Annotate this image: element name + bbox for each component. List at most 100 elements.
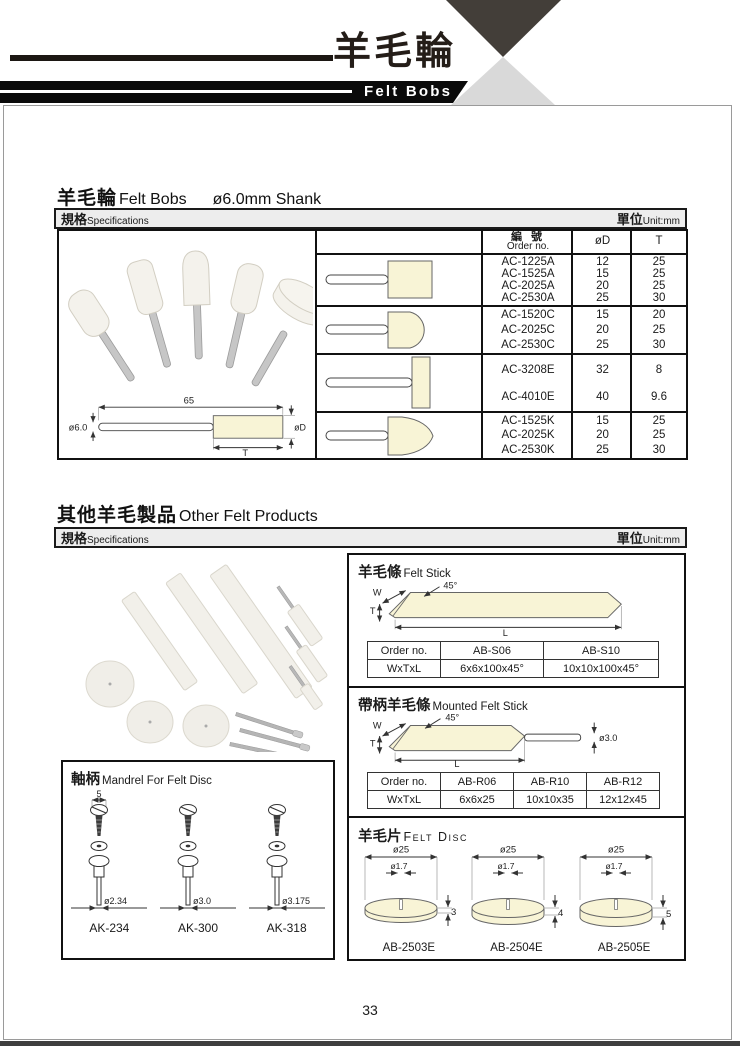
page-subtitle: Felt Bobs [364,83,453,100]
spec-label: 規格 Specifications [61,209,149,228]
svg-text:5: 5 [97,790,102,799]
pointed-bob-diagram [317,413,483,458]
size-label-cell: WxTxL [367,659,441,678]
spec-label: 規格 Specifications [61,528,149,547]
felt-stick-section: 羊毛條 Felt Stick 45° W T L Order no. [349,555,684,688]
svg-text:ø1.7: ø1.7 [390,861,407,871]
svg-text:W: W [373,587,382,597]
svg-text:3: 3 [451,907,456,918]
spec-label-cjk: 規格 [61,212,88,227]
thickness-value: 8 [655,363,663,376]
felt-stick-table: Order no. AB-S06 AB-S10 WxTxL 6x6x100x45… [367,641,659,678]
spec-label-en: Specifications [87,535,149,546]
svg-text:45°: 45° [443,581,457,591]
mandrel-diagram: ø3.0 [159,804,236,911]
unit-label-cjk: 單位 [616,212,643,227]
svg-text:øD: øD [294,423,306,433]
diameter-value: 20 [596,280,609,292]
table-row: WxTxL 6x6x100x45° 10x10x100x45° [367,659,659,678]
unit-label-en: Unit:mm [642,535,680,546]
order-label-cell: Order no. [367,772,441,791]
page-number: 33 [362,1002,378,1018]
thickness-value: 30 [652,443,666,456]
mounted-felt-stick-title-en: Mounted Felt Stick [432,701,528,713]
svg-text:ø6.0: ø6.0 [69,422,88,433]
other-felt-products-photo [85,564,328,752]
order-no: AC-4010E [501,390,555,403]
order-no-header: 編 號 Order no. [483,231,573,253]
thickness-value: 25 [652,429,666,442]
section2-title-cjk: 其他羊毛製品 [57,505,178,526]
diameter-value: 40 [596,390,609,403]
dark-triangle-decoration [446,0,561,57]
order-no: AC-3208E [501,363,555,376]
svg-text:ø1.7: ø1.7 [498,861,515,871]
mandrel-order-no: AK-234 [89,921,130,935]
table-vline [571,231,573,458]
mandrel-figure: ø3.0 AK-300 [156,790,240,935]
diameter-value: 25 [596,292,609,304]
mandrel-figure: ø3.175 AK-318 [245,790,329,935]
spec-label-en: Specifications [87,216,149,227]
felt-disc-order-no: AB-2505E [597,942,651,954]
spec-label-cjk: 規格 [61,531,88,546]
order-no: AC-1525A [501,268,555,280]
size-cell: 6x6x25 [440,790,514,809]
size-cell: 10x10x35 [513,790,587,809]
order-no: AC-1520C [501,309,555,322]
diameter-header: øD [594,235,611,247]
unit-label: 單位 Unit:mm [617,209,680,228]
felt-bobs-photo [68,250,313,387]
wheel-bob-icon [325,356,431,409]
felt-disc-order-no: AB-2503E [382,942,436,954]
round-end-bob-icon [325,311,425,349]
felt-disc-figures: ø25 ø1.7 3 AB-2503E [355,844,678,954]
mounted-felt-stick-section: 帶柄羊毛條 Mounted Felt Stick ø3.0 45° W T L [349,688,684,818]
order-no-header-en: Order no. [506,241,550,252]
size-cell: 12x12x45 [586,790,660,809]
diameter-value: 20 [596,324,609,336]
thickness-value: 30 [652,338,666,351]
svg-text:T: T [370,606,376,616]
svg-text:4: 4 [558,908,563,919]
felt-stick-title-en: Felt Stick [403,568,451,580]
order-no-header-cjk: 編 號 [510,231,546,243]
section1-title-cjk: 羊毛輪 [57,188,118,209]
svg-text:L: L [454,759,459,768]
order-no: AC-2530K [501,443,555,456]
cylinder-bob-diagram [317,255,483,305]
thickness-value: 25 [652,268,666,280]
order-no: AC-2025A [501,280,555,292]
mandrel-diagram: 5 ø [71,789,148,911]
size-cell: 6x6x100x45° [440,659,544,678]
felt-disc-diagram: ø25 ø1.7 4 [471,845,564,928]
svg-text:ø25: ø25 [608,845,624,856]
felt-stick-title-cjk: 羊毛條 [358,565,402,581]
shape-column-spacer [317,231,483,253]
svg-text:ø3.0: ø3.0 [193,896,211,906]
section1-shank-note: ø6.0mm Shank [212,191,322,208]
mandrel-section: 軸柄 Mandrel For Felt Disc 5 [61,760,335,960]
table-vline [630,231,632,458]
diameter-value: 20 [596,429,609,442]
mandrel-title-cjk: 軸柄 [71,772,100,788]
mandrel-figures: 5 ø [65,789,331,935]
felt-bobs-spec-table: 65 ø6.0 øD T [57,229,688,460]
felt-bobs-photo-cell: 65 ø6.0 øD T [59,231,317,458]
order-cell: AB-S06 [440,641,544,660]
mounted-felt-stick-diagram: ø3.0 45° W T L [370,713,617,768]
order-cell: AB-S10 [543,641,659,660]
svg-text:65: 65 [184,395,194,405]
svg-text:ø25: ø25 [393,845,409,856]
cylinder-bob-icon [325,260,433,299]
order-no: AC-1225A [501,256,555,268]
